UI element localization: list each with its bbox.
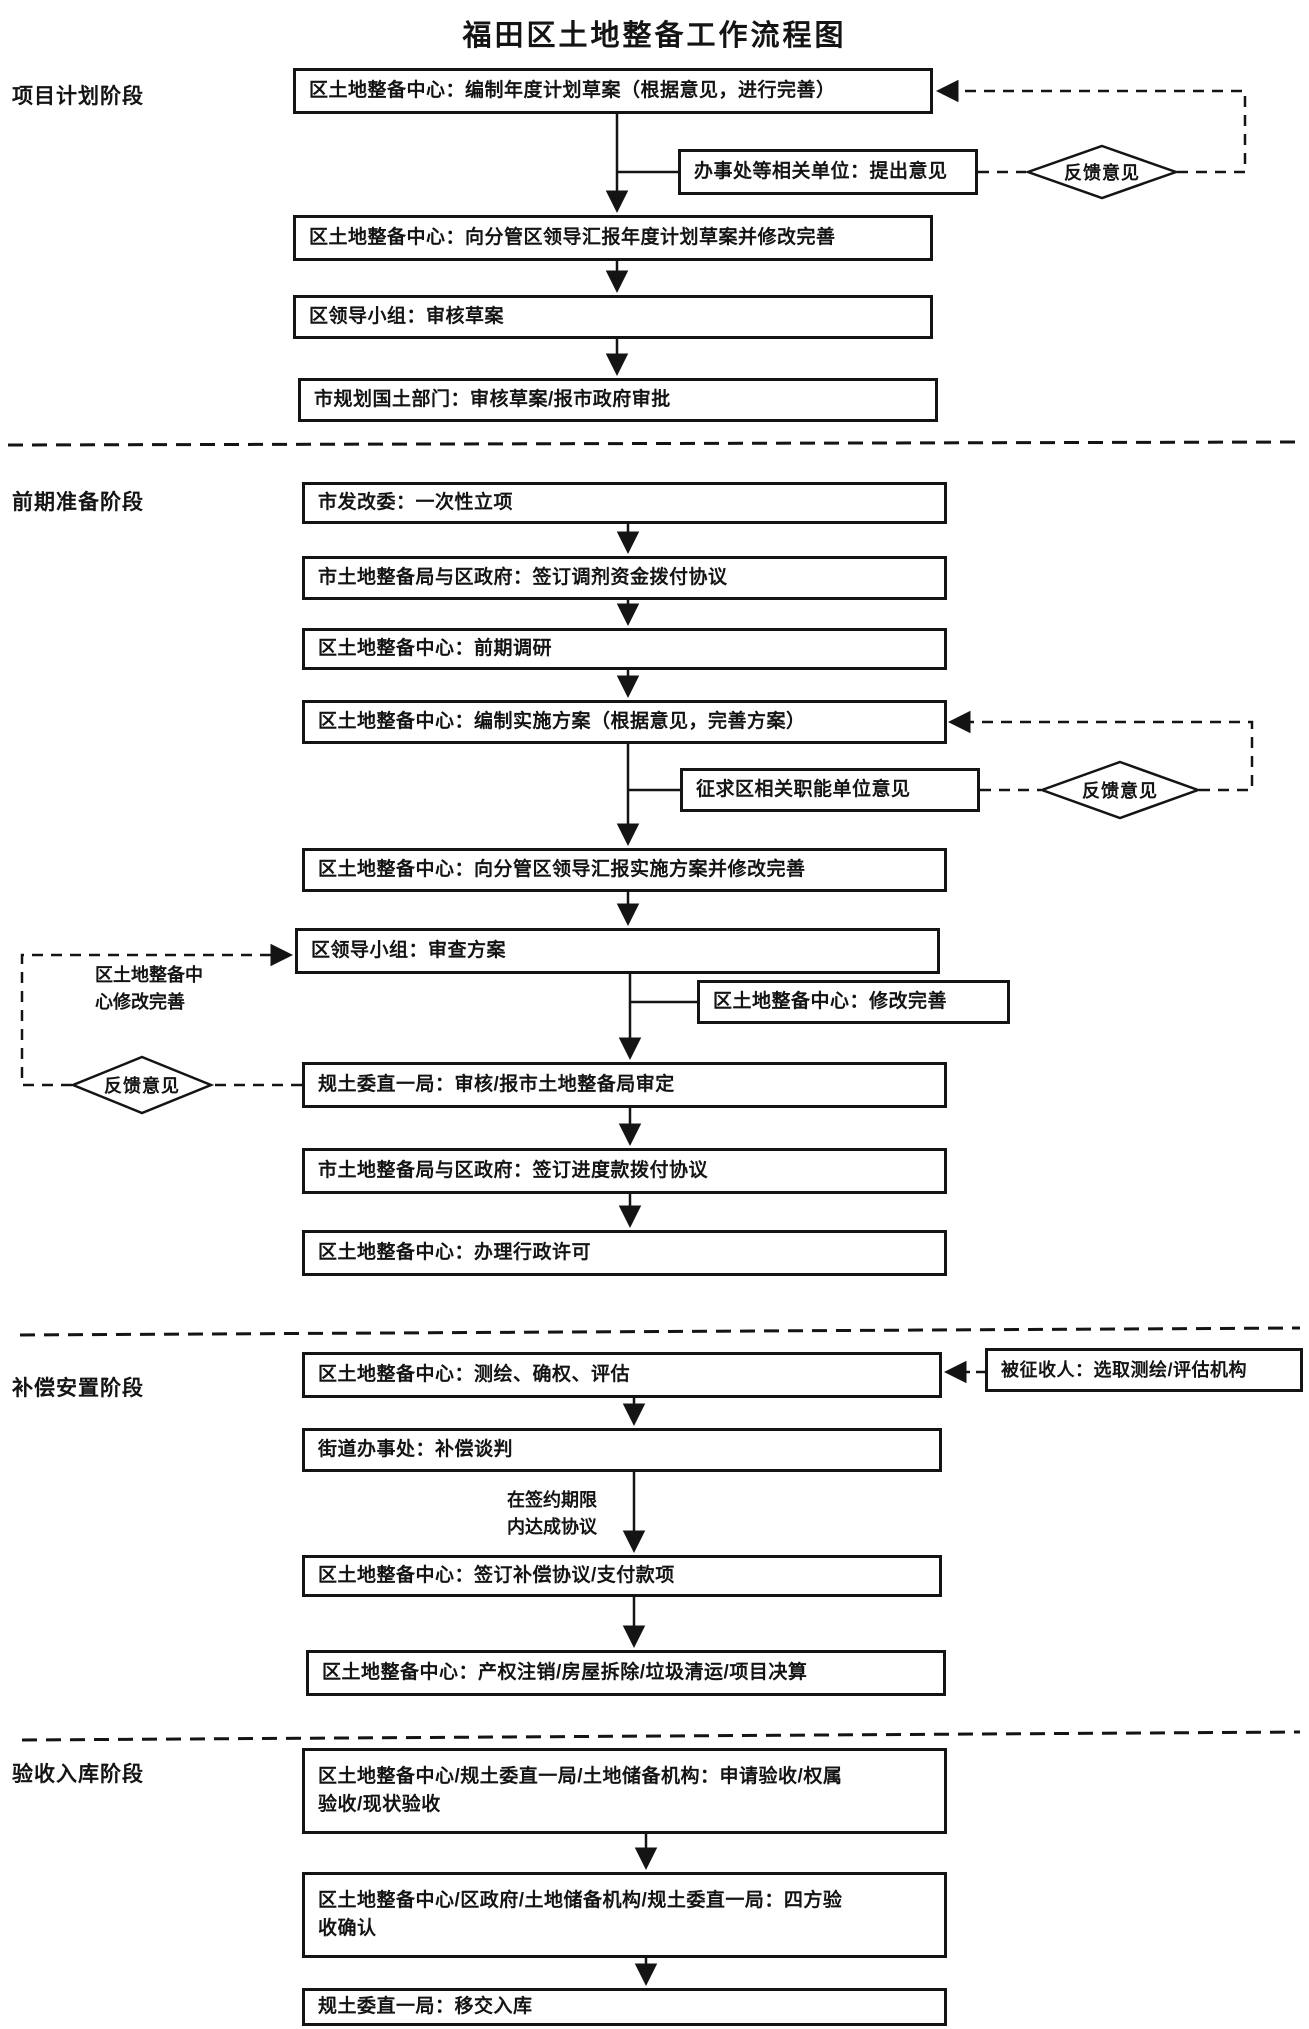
apply-acceptance-line1: 区土地整备中心/规土委直一局/土地储备机构：申请验收/权属 [318, 1766, 843, 1788]
flow-box-group-review-draft: 区领导小组：审核草案 [293, 295, 933, 339]
feedback-label-1: 反馈意见 [1064, 163, 1140, 183]
four-party-confirm-line2: 收确认 [318, 1918, 377, 1939]
flow-box-annual-plan-draft: 区土地整备中心：编制年度计划草案（根据意见，进行完善） [293, 68, 933, 114]
flow-box-city-review-draft: 市规划国土部门：审核草案/报市政府审批 [298, 378, 938, 422]
flow-box-progress-agreement: 市土地整备局与区政府：签订进度款拨付协议 [302, 1148, 947, 1194]
flow-box-survey-evaluate: 区土地整备中心：测绘、确权、评估 [302, 1352, 942, 1398]
flow-box-four-party-confirm: 区土地整备中心/区政府/土地储备机构/规土委直一局：四方验 收确认 [302, 1872, 947, 1958]
sign-deadline-note-line2: 内达成协议 [507, 1517, 597, 1537]
stage-label-preparation: 前期准备阶段 [12, 491, 144, 514]
feedback-label-2: 反馈意见 [1082, 781, 1158, 801]
feedback-diamond-3 [69, 1055, 215, 1115]
stage-label-acceptance: 验收入库阶段 [12, 1763, 144, 1786]
flow-box-bureau-review: 规土委直一局：审核/报市土地整备局审定 [302, 1062, 947, 1108]
revise-note: 区土地整备中 心修改完善 [95, 962, 265, 1016]
flow-box-compensation-negotiation: 街道办事处：补偿谈判 [302, 1428, 942, 1472]
flow-box-closeout: 区土地整备中心：产权注销/房屋拆除/垃圾清运/项目决算 [306, 1650, 946, 1696]
flow-box-solicit-opinions: 征求区相关职能单位意见 [680, 768, 980, 812]
flow-box-center-revise: 区土地整备中心：修改完善 [697, 980, 1010, 1024]
revise-note-line1: 区土地整备中 [95, 965, 203, 985]
flow-box-report-plan: 区土地整备中心：向分管区领导汇报实施方案并修改完善 [302, 848, 947, 892]
feedback-label-3: 反馈意见 [104, 1076, 180, 1096]
feedback-diamond-1 [1024, 144, 1180, 200]
flow-box-preliminary-research: 区土地整备中心：前期调研 [302, 628, 947, 670]
flow-box-sign-pay: 区土地整备中心：签订补偿协议/支付款项 [302, 1555, 942, 1597]
flow-box-admin-permit: 区土地整备中心：办理行政许可 [302, 1230, 947, 1276]
sign-deadline-note: 在签约期限 内达成协议 [492, 1487, 612, 1541]
apply-acceptance-line2: 验收/现状验收 [318, 1794, 441, 1815]
sign-deadline-note-line1: 在签约期限 [507, 1490, 597, 1510]
feedback-diamond-2 [1038, 760, 1202, 820]
flow-box-report-annual-plan: 区土地整备中心：向分管区领导汇报年度计划草案并修改完善 [293, 215, 933, 261]
page-title: 福田区土地整备工作流程图 [462, 20, 847, 52]
stage-label-compensation: 补偿安置阶段 [12, 1377, 144, 1400]
revise-note-line2: 心修改完善 [95, 992, 185, 1012]
flow-box-select-agency: 被征收人：选取测绘/评估机构 [985, 1348, 1303, 1392]
flow-box-project-approval: 市发改委：一次性立项 [302, 482, 947, 524]
flow-box-group-review-plan: 区领导小组：审查方案 [295, 928, 940, 974]
flow-box-fund-agreement: 市土地整备局与区政府：签订调剂资金拨付协议 [302, 556, 947, 600]
flow-box-apply-acceptance: 区土地整备中心/规土委直一局/土地储备机构：申请验收/权属 验收/现状验收 [302, 1748, 947, 1834]
flow-box-implementation-plan: 区土地整备中心：编制实施方案（根据意见，完善方案） [302, 700, 947, 744]
four-party-confirm-line1: 区土地整备中心/区政府/土地储备机构/规土委直一局：四方验 [318, 1890, 843, 1912]
stage-label-plan: 项目计划阶段 [12, 85, 144, 108]
flow-box-offices-opinions: 办事处等相关单位：提出意见 [678, 149, 978, 195]
flow-box-transfer-storage: 规土委直一局：移交入库 [302, 1988, 947, 2026]
